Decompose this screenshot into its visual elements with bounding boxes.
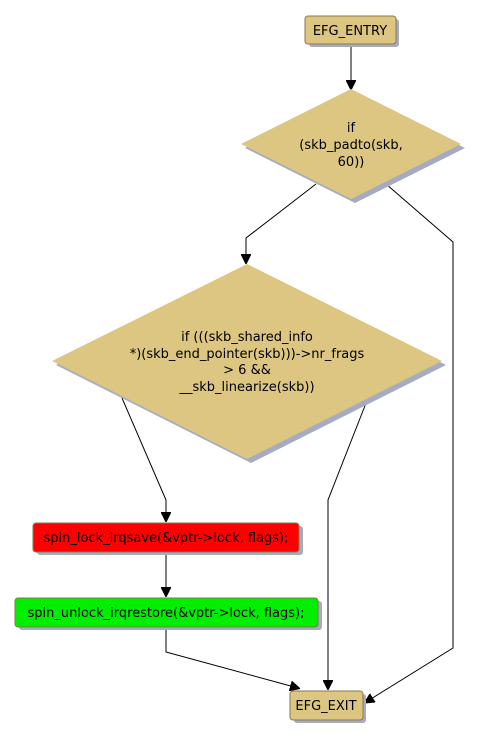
decision2-diamond xyxy=(52,264,442,459)
lock-label: spin_lock_irqsave(&vptr->lock, flags); xyxy=(43,531,288,546)
entry-box xyxy=(304,15,397,45)
edges xyxy=(121,44,454,702)
lock-box xyxy=(32,522,300,553)
exit-box xyxy=(289,690,364,721)
decision2-line-3: > 6 && xyxy=(223,363,271,378)
edge-decision1-to-decision2 xyxy=(246,183,317,262)
unlock-label: spin_unlock_irqrestore(&vptr->lock, flag… xyxy=(28,606,305,621)
edge-decision2-to-lock xyxy=(121,397,166,520)
unlock-node: spin_unlock_irqrestore(&vptr->lock, flag… xyxy=(14,597,322,630)
decision1-node: if (skb_padto(skb, 60)) xyxy=(241,89,465,203)
edge-decision2-to-exit xyxy=(328,397,369,688)
decision2-line-4: __skb_linearize(skb)) xyxy=(178,380,314,395)
decision1-line-2: (skb_padto(skb, xyxy=(299,138,402,153)
entry-label: EFG_ENTRY xyxy=(313,24,387,39)
decision2-line-1: if (((skb_shared_info xyxy=(181,330,313,345)
decision1-line-3: 60)) xyxy=(338,155,365,170)
decision2-node: if (((skb_shared_info *)(skb_end_pointer… xyxy=(52,264,446,463)
unlock-box xyxy=(14,597,319,628)
decision1-line-1: if xyxy=(347,121,356,136)
lock-node: spin_lock_irqsave(&vptr->lock, flags); xyxy=(32,522,303,555)
exit-label: EFG_EXIT xyxy=(295,699,356,714)
edge-unlock-to-exit xyxy=(165,627,298,688)
exit-node: EFG_EXIT xyxy=(289,690,366,723)
edge-decision1-to-exit xyxy=(366,183,454,702)
entry-node: EFG_ENTRY xyxy=(304,15,399,47)
decision1-diamond xyxy=(241,89,461,199)
decision2-line-2: *)(skb_end_pointer(skb)))->nr_frags xyxy=(130,347,365,362)
